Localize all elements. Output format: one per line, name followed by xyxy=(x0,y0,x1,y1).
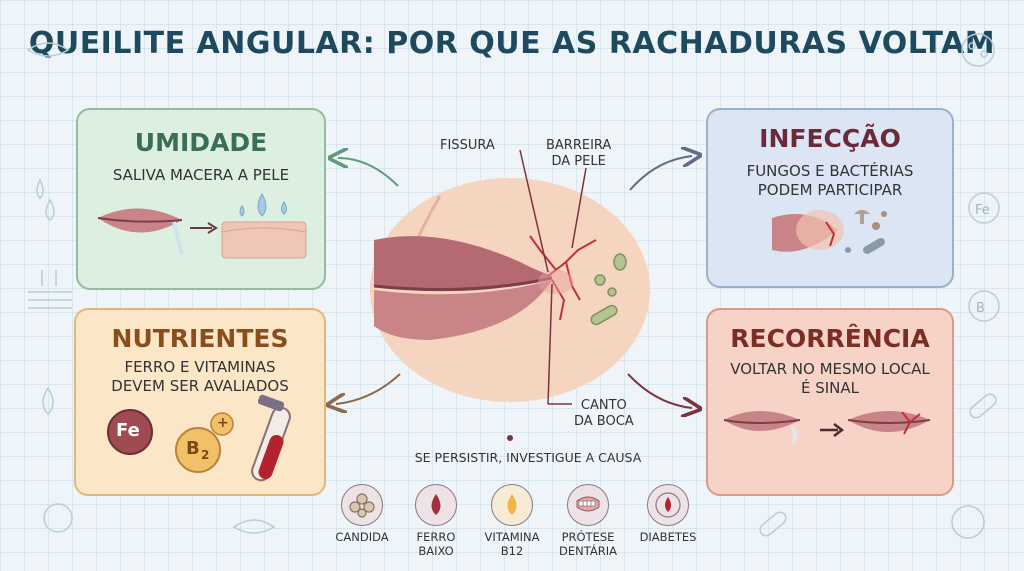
upper-lip xyxy=(374,236,552,292)
card-umidade: UMIDADE SALIVA MACERA A PELE xyxy=(76,108,326,290)
cause-protese-dentaria: PRÓTESE DENTÁRIA xyxy=(546,484,630,558)
arrow-to-recorrencia xyxy=(627,373,692,408)
card-nutrientes-desc: FERRO E VITAMINAS DEVEM SER AVALIADOS xyxy=(111,358,289,395)
card-infeccao: INFECÇÃO FUNGOS E BACTÉRIAS PODEM PARTIC… xyxy=(706,108,954,288)
card-umidade-desc: SALIVA MACERA A PELE xyxy=(112,166,290,184)
side-b-text: B xyxy=(976,301,985,316)
cause-label: VITAMINA B12 xyxy=(484,530,540,558)
label-barreira: BARREIRA DA PELE xyxy=(546,138,612,169)
card-recorrencia: RECORRÊNCIA VOLTAR NO MESMO LOCAL É SINA… xyxy=(706,308,954,496)
fe-element-outline-icon xyxy=(968,192,1000,224)
card-nutrientes-title: NUTRIENTES xyxy=(111,324,289,353)
plus-text: + xyxy=(217,415,229,431)
arrow-to-umidade xyxy=(338,158,399,187)
b2-subscript: 2 xyxy=(201,448,210,462)
side-fe-text: Fe xyxy=(975,203,990,218)
water-drop-outline-icon xyxy=(36,178,55,416)
cause-label: CANDIDA xyxy=(335,530,389,544)
microbe-outline-icon xyxy=(43,33,995,539)
label-canto: CANTO DA BOCA xyxy=(574,398,634,429)
denture-icon xyxy=(567,484,609,526)
cause-label: FERRO BAIXO xyxy=(416,530,456,558)
b2-text: B xyxy=(186,438,200,459)
cause-diabetes: DIABETES xyxy=(626,484,710,544)
cause-candida: CANDIDA xyxy=(320,484,404,544)
cause-vitamina-b12: VITAMINA B12 xyxy=(470,484,554,558)
fungus-icon xyxy=(341,484,383,526)
microbes-lips-icon xyxy=(772,210,887,254)
fe-text: Fe xyxy=(116,420,140,441)
saliva-lips-icon xyxy=(97,192,307,259)
cause-label: PRÓTESE DENTÁRIA xyxy=(559,530,617,558)
lower-lip xyxy=(374,280,552,340)
vitamin-b-outline-icon xyxy=(968,290,1000,322)
persist-note: SE PERSISTIR, INVESTIGUE A CAUSA xyxy=(414,450,642,465)
nutrient-icons xyxy=(107,394,291,482)
vitamin-drop-icon xyxy=(491,484,533,526)
card-recorrencia-desc: VOLTAR NO MESMO LOCAL É SINAL xyxy=(730,360,930,397)
lips-outline-icon xyxy=(26,42,276,534)
card-nutrientes: NUTRIENTES FERRO E VITAMINAS DEVEM SER A… xyxy=(74,308,326,496)
skin-layers-outline-icon xyxy=(28,270,72,309)
label-fissura: FISSURA xyxy=(440,138,495,153)
recurrence-lips-icon xyxy=(723,411,931,444)
cause-label: DIABETES xyxy=(639,530,697,544)
card-umidade-title: UMIDADE xyxy=(134,128,268,157)
glucose-drop-icon xyxy=(647,484,689,526)
arrow-to-nutrientes xyxy=(336,373,401,404)
card-infeccao-desc: FUNGOS E BACTÉRIAS PODEM PARTICIPAR xyxy=(746,162,914,199)
bacteria-icon xyxy=(590,253,627,326)
arrow-to-infeccao xyxy=(629,156,692,191)
card-recorrencia-title: RECORRÊNCIA xyxy=(730,324,930,353)
pill-outline-icon xyxy=(759,393,997,537)
blood-drop-icon xyxy=(415,484,457,526)
card-infeccao-title: INFECÇÃO xyxy=(759,124,901,153)
page-title: QUEILITE ANGULAR: POR QUE AS RACHADURAS … xyxy=(28,26,996,61)
cause-ferro-baixo: FERRO BAIXO xyxy=(394,484,478,558)
